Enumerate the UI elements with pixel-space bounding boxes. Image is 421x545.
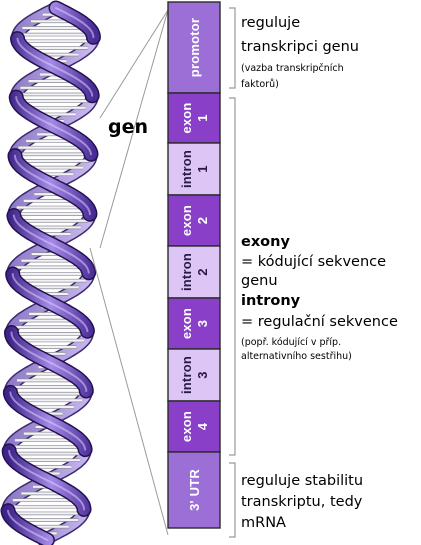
gene-bar: promotor exon1intron1exon2intron2exon3int…: [168, 2, 220, 528]
segment-utr: 3' UTR: [168, 452, 220, 528]
utr-note-line1: reguluje stabilitu: [241, 473, 363, 489]
exony-desc-line1: = kódující sekvence: [241, 254, 386, 270]
segment-label-promotor: promotor: [187, 18, 202, 77]
segment-intron-1: intron1: [168, 143, 220, 195]
utr-note-line2: transkriptu, tedy: [241, 494, 363, 510]
bracket-exons-introns: [229, 98, 235, 455]
bracket-promotor: [229, 8, 235, 88]
utr-note-line3: mRNA: [241, 515, 286, 531]
introny-small2: alternativního sestřihu): [241, 351, 352, 362]
segment-exon-4: exon4: [168, 401, 220, 452]
dna-helix-image: [8, 8, 93, 540]
promotor-note-small2: faktorů): [241, 79, 279, 90]
segment-exon-3: exon3: [168, 298, 220, 349]
exony-desc-line2: genu: [241, 273, 278, 289]
gene-label: gen: [108, 116, 148, 138]
zoom-lines: [90, 10, 168, 535]
introny-desc: = regulační sekvence: [241, 314, 398, 330]
segment-intron-3: intron3: [168, 349, 220, 401]
segment-promotor: promotor: [168, 2, 220, 93]
segment-exon-1: exon1: [168, 93, 220, 143]
bracket-utr: [229, 463, 235, 537]
promotor-note-small1: (vazba transkripčních: [241, 63, 344, 74]
promotor-note-line1: reguluje: [241, 15, 300, 31]
segment-label-utr: 3' UTR: [187, 469, 202, 511]
segment-intron-2: intron2: [168, 246, 220, 298]
introny-heading: introny: [241, 293, 301, 309]
segment-exon-2: exon2: [168, 195, 220, 246]
exony-heading: exony: [241, 234, 290, 250]
introny-small1: (popř. kódující v příp.: [241, 337, 341, 348]
promotor-note-line2: transkripci genu: [241, 39, 359, 55]
